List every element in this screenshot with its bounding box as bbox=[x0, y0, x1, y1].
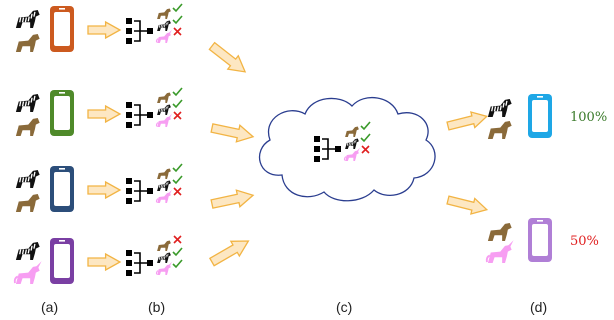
cross-icon bbox=[173, 235, 182, 244]
horse-icon bbox=[15, 117, 40, 136]
check-icon bbox=[172, 15, 183, 25]
central-server bbox=[259, 96, 489, 215]
model-to-server-arrow bbox=[208, 240, 250, 267]
horse-icon bbox=[15, 33, 40, 52]
unicorn-icon bbox=[13, 260, 43, 285]
model-icon bbox=[125, 87, 183, 129]
phone-icon bbox=[50, 90, 74, 136]
horse-icon bbox=[15, 193, 40, 212]
zebra-icon bbox=[15, 93, 41, 113]
horse-icon bbox=[157, 92, 171, 103]
result-rows: 100% 50% bbox=[485, 94, 607, 264]
accuracy-label: 100% bbox=[570, 110, 607, 125]
check-icon bbox=[172, 3, 183, 13]
check-icon bbox=[172, 99, 183, 109]
zebra-icon bbox=[156, 252, 172, 264]
zebra-icon bbox=[15, 241, 41, 261]
phone-icon bbox=[50, 238, 74, 284]
caption-a: (a) bbox=[41, 299, 58, 315]
check-icon bbox=[360, 133, 371, 143]
cross-icon bbox=[173, 27, 182, 36]
check-icon bbox=[172, 163, 183, 173]
check-icon bbox=[360, 121, 371, 131]
cross-icon bbox=[173, 187, 182, 196]
client-row bbox=[15, 87, 183, 136]
model-icon bbox=[125, 3, 183, 45]
client-rows bbox=[13, 3, 255, 285]
unicorn-icon bbox=[155, 189, 173, 204]
server-to-device-arrow bbox=[446, 195, 489, 215]
client-to-model-arrow bbox=[87, 252, 122, 272]
zebra-icon bbox=[15, 169, 41, 189]
unicorn-icon bbox=[155, 113, 173, 128]
unicorn-icon bbox=[155, 29, 173, 44]
check-icon bbox=[172, 259, 183, 269]
client-row bbox=[15, 3, 183, 52]
zebra-icon bbox=[15, 9, 41, 29]
cloud-shape bbox=[259, 96, 436, 202]
unicorn-icon bbox=[485, 239, 515, 264]
client-row bbox=[13, 235, 183, 285]
horse-icon bbox=[157, 240, 171, 251]
server-to-device-arrow bbox=[446, 111, 489, 131]
accuracy-label: 50% bbox=[570, 234, 599, 249]
check-icon bbox=[172, 247, 183, 257]
model-icon bbox=[125, 163, 183, 205]
phone-icon bbox=[50, 6, 74, 52]
result-row: 50% bbox=[485, 218, 599, 264]
caption-d: (d) bbox=[530, 299, 547, 315]
horse-icon bbox=[157, 8, 171, 19]
zebra-icon bbox=[156, 20, 172, 32]
phone-icon bbox=[528, 218, 552, 262]
client-to-model-arrow bbox=[87, 104, 122, 124]
client-row bbox=[15, 163, 183, 212]
model-to-server-arrow bbox=[208, 41, 247, 73]
result-row: 100% bbox=[487, 94, 607, 139]
phone-icon bbox=[528, 94, 552, 138]
zebra-icon bbox=[487, 98, 513, 118]
check-icon bbox=[172, 175, 183, 185]
zebra-icon bbox=[156, 104, 172, 116]
caption-b: (b) bbox=[148, 299, 165, 315]
unicorn-icon bbox=[155, 261, 173, 276]
horse-icon bbox=[487, 222, 512, 241]
client-to-model-arrow bbox=[87, 180, 122, 200]
phone-icon bbox=[50, 166, 74, 212]
check-icon bbox=[172, 87, 183, 97]
caption-c: (c) bbox=[336, 299, 352, 315]
horse-icon bbox=[487, 120, 512, 139]
client-to-model-arrow bbox=[87, 20, 122, 40]
model-icon bbox=[125, 235, 183, 277]
model-icon bbox=[313, 121, 371, 163]
model-to-server-arrow bbox=[210, 123, 255, 143]
horse-icon bbox=[157, 168, 171, 179]
zebra-icon bbox=[156, 180, 172, 192]
cross-icon bbox=[361, 145, 370, 154]
model-to-server-arrow bbox=[210, 189, 255, 209]
cross-icon bbox=[173, 111, 182, 120]
